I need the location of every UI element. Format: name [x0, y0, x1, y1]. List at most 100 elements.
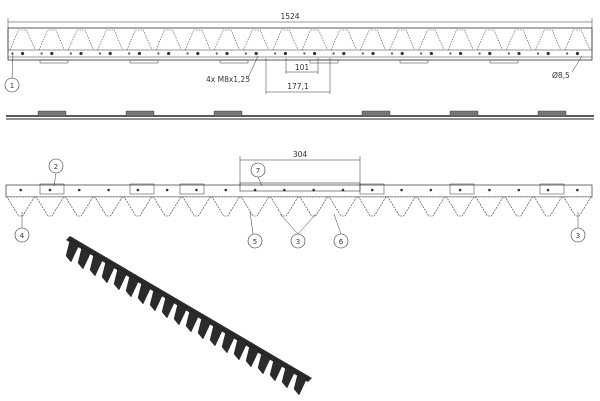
- front-hole: [224, 188, 228, 192]
- callout-2-label: 2: [54, 163, 58, 171]
- dim-101-text: 101: [295, 63, 310, 72]
- callout-6-label: 6: [339, 238, 344, 246]
- top-hole: [488, 51, 492, 56]
- render-tooth: [125, 274, 140, 298]
- front-hole: [283, 188, 286, 192]
- callout-5-label: 5: [253, 238, 257, 246]
- top-hole: [196, 51, 200, 56]
- dim-304-text: 304: [293, 150, 308, 159]
- front-tooth: [358, 196, 387, 217]
- top-tooth-outline: [243, 29, 270, 51]
- render-tooth: [65, 239, 80, 263]
- top-view-holes: [11, 51, 580, 56]
- blade-3d-render: [65, 236, 312, 396]
- top-hole: [371, 51, 375, 56]
- callout-3a-leader-left: [279, 213, 299, 235]
- front-rivet-plate: [39, 183, 65, 195]
- top-hole-small: [157, 52, 160, 55]
- callout-3a-label: 3: [296, 238, 300, 246]
- side-plate: [125, 110, 155, 117]
- front-hole: [195, 188, 198, 192]
- top-plate: [219, 59, 249, 64]
- front-hole: [312, 188, 315, 192]
- front-rivet-plate: [539, 183, 565, 195]
- top-plate: [39, 59, 69, 64]
- top-view: 1524 1 4x M8x1,25 101 177,1 Ø8,5: [4, 12, 593, 94]
- bar-top-body: [7, 27, 593, 61]
- side-plate: [449, 110, 479, 117]
- front-tooth: [182, 196, 211, 217]
- top-hole-small: [244, 52, 248, 55]
- front-hole: [546, 188, 550, 192]
- top-hole-small: [40, 52, 43, 55]
- top-tooth-outline: [330, 29, 357, 51]
- front-rivet-plate: [179, 183, 205, 195]
- front-hole: [517, 188, 521, 192]
- callout-6-leader: [333, 213, 342, 235]
- front-hole: [429, 188, 433, 192]
- front-tooth: [94, 196, 123, 217]
- dim-1524-text: 1524: [280, 12, 299, 21]
- top-hole: [429, 51, 433, 56]
- render-tooth: [101, 260, 116, 284]
- render-tooth: [245, 344, 260, 368]
- top-tooth-outline: [476, 29, 503, 51]
- side-plate: [361, 110, 391, 117]
- top-tooth-outline: [38, 29, 65, 51]
- front-rivet-plate: [129, 183, 155, 195]
- top-hole-small: [69, 52, 72, 55]
- top-tooth-outline: [184, 29, 211, 51]
- front-bar-band: [5, 184, 593, 198]
- top-tooth-outline: [272, 29, 299, 51]
- top-hole: [459, 51, 463, 56]
- render-tooth: [209, 323, 224, 347]
- top-plate: [309, 59, 339, 64]
- top-hole-small: [274, 52, 277, 55]
- top-tooth-outline: [360, 29, 386, 51]
- render-tooth: [89, 253, 104, 277]
- top-hole: [313, 51, 317, 56]
- callout-1-label: 1: [10, 82, 14, 90]
- front-tooth: [211, 196, 240, 217]
- callout-1-circle: [4, 77, 20, 93]
- callout-2-circle: [48, 158, 64, 174]
- side-view: [6, 110, 594, 120]
- render-tooth: [221, 330, 236, 354]
- render-tooth: [173, 302, 188, 326]
- front-tooth: [328, 196, 358, 217]
- top-hole-small: [507, 52, 510, 55]
- top-hole: [108, 51, 112, 56]
- top-tooth-outline: [97, 29, 124, 51]
- front-hole: [165, 188, 169, 192]
- callout-1-leader: [11, 52, 14, 79]
- front-hole: [400, 188, 403, 192]
- front-tooth: [35, 196, 65, 217]
- top-hole-small: [303, 52, 306, 55]
- front-rivet-plate: [359, 183, 385, 195]
- top-hole-small: [478, 52, 481, 55]
- top-hole-small: [98, 52, 102, 55]
- front-tooth: [533, 196, 563, 217]
- top-hole: [283, 51, 287, 56]
- front-hole: [576, 188, 579, 192]
- render-tooth: [257, 351, 272, 375]
- blade-3d-teeth: [65, 239, 308, 396]
- front-tooth: [504, 196, 533, 217]
- top-hole: [225, 51, 229, 56]
- thread-label: 4x M8x1,25: [206, 75, 250, 84]
- hole-label: Ø8,5: [552, 71, 570, 80]
- top-plate: [399, 59, 429, 64]
- top-hole-small: [332, 52, 335, 55]
- top-hole: [517, 51, 521, 56]
- top-tooth-outline: [9, 29, 36, 51]
- front-tooth: [65, 196, 94, 217]
- top-tooth-outline: [506, 29, 532, 51]
- front-tooth: [123, 196, 153, 217]
- callout-3a-leader-right: [297, 213, 317, 235]
- top-tooth-outline: [126, 29, 153, 51]
- top-hole-small: [566, 52, 569, 55]
- top-plate: [129, 59, 159, 64]
- dim-177-text: 177,1: [287, 82, 309, 91]
- top-tooth-outline: [301, 29, 328, 51]
